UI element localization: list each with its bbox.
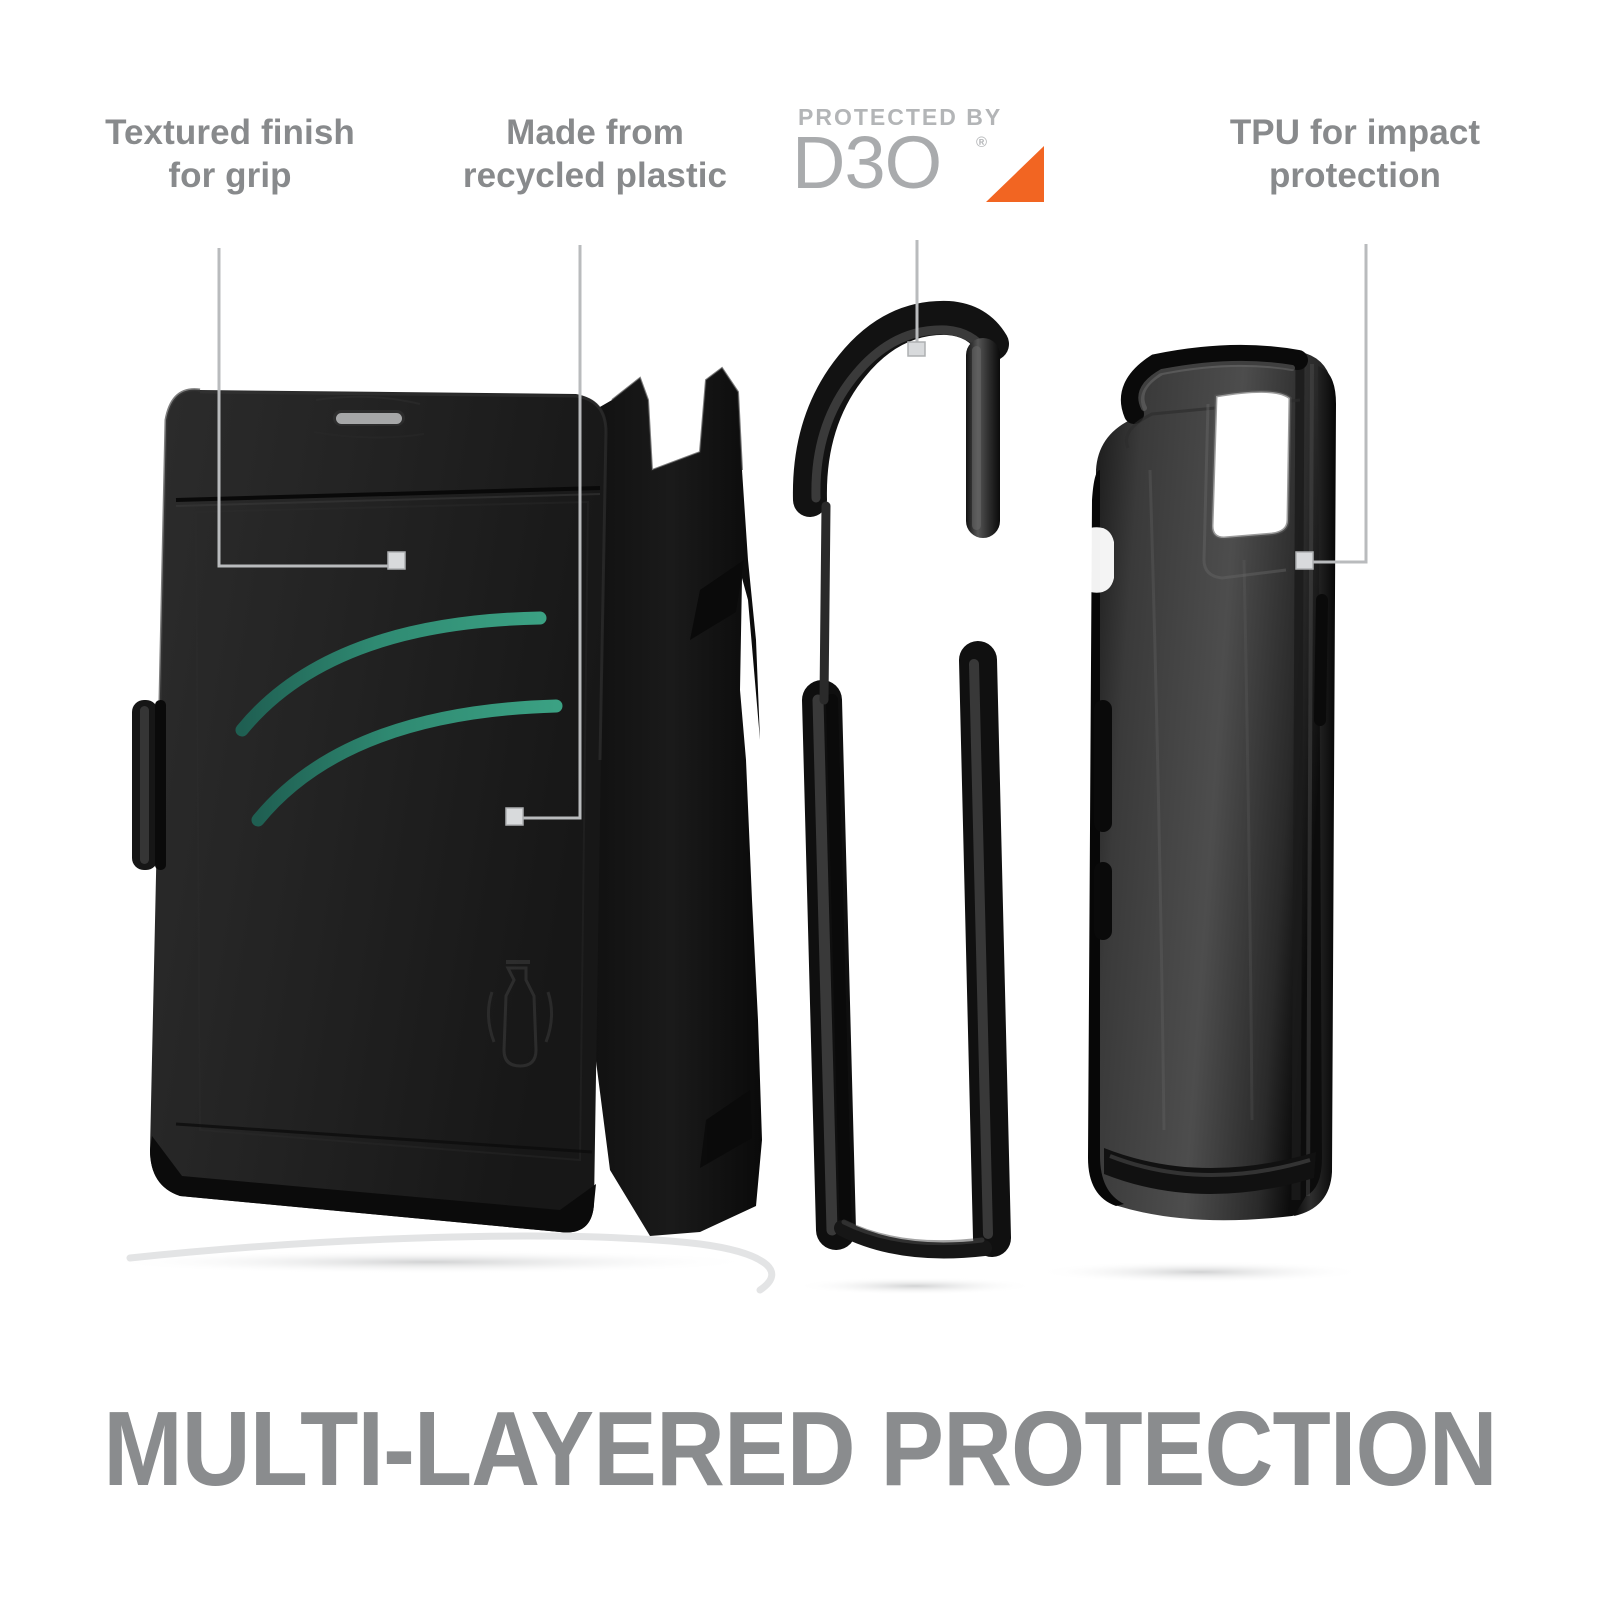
page-headline: MULTI-LAYERED PROTECTION bbox=[103, 1390, 1497, 1508]
callout-textured-finish: Textured finish for grip bbox=[105, 113, 355, 195]
callout-recycled-plastic: Made from recycled plastic bbox=[462, 113, 728, 195]
d3o-registered-mark: ® bbox=[976, 134, 988, 151]
ground-shadows bbox=[100, 1232, 1365, 1295]
teal-swooshes bbox=[235, 611, 563, 827]
leader-lines bbox=[217, 240, 1368, 820]
d3o-protected-badge: PROTECTED BY D3O ® bbox=[790, 104, 1050, 214]
folio-back-flap bbox=[560, 366, 762, 1236]
leader-markers bbox=[387, 341, 1314, 826]
d3o-badge-wordmark: D3O bbox=[792, 121, 942, 204]
recycled-bottle-icon bbox=[487, 960, 553, 1068]
bumper-right-upper-rail bbox=[966, 338, 1000, 538]
folio-front-cover bbox=[150, 388, 608, 1233]
callout-tpu-impact: TPU for impact protection bbox=[1229, 113, 1481, 195]
d3o-orange-triangle-icon bbox=[986, 146, 1044, 202]
folio-cover bbox=[132, 366, 762, 1236]
tpu-shell bbox=[1088, 344, 1336, 1221]
bumper-left-rail bbox=[802, 680, 856, 1250]
d3o-badge-tagline: PROTECTED BY bbox=[798, 104, 1003, 130]
button-cutouts bbox=[1090, 527, 1114, 940]
folio-hinge-tab bbox=[132, 700, 166, 870]
earpiece-cutout bbox=[333, 410, 405, 426]
bumper-right-rail bbox=[959, 641, 1011, 1257]
card-slot bbox=[175, 486, 601, 507]
d3o-bumper-frame bbox=[792, 300, 1011, 1259]
camera-cutout bbox=[1202, 389, 1292, 580]
